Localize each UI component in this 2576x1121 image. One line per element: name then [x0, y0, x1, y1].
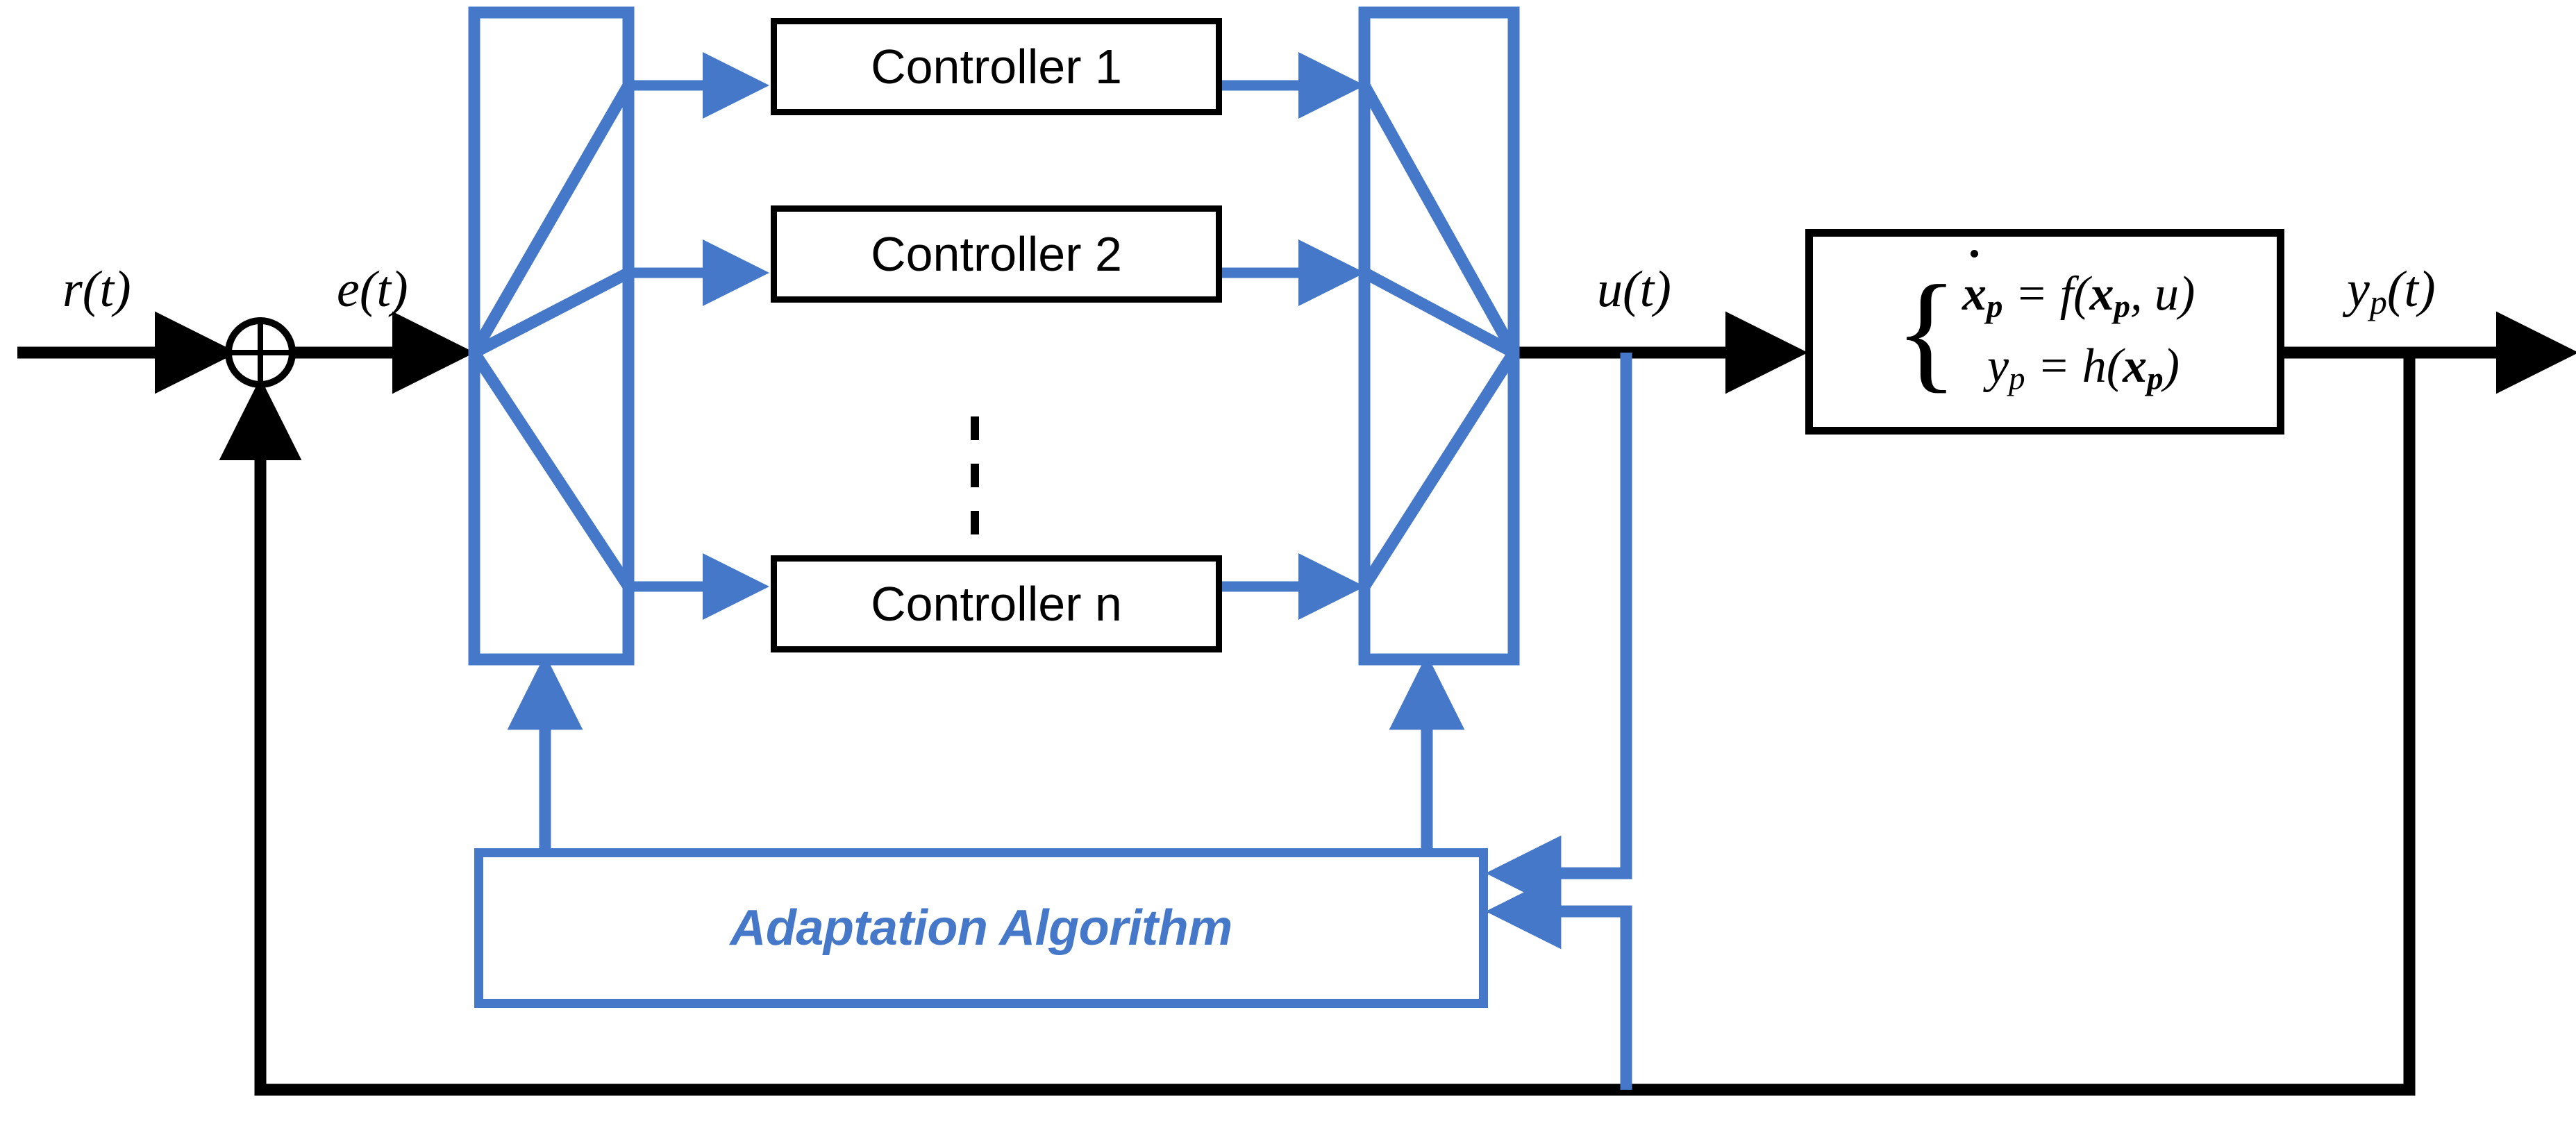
- state-equation-arg-x-subscript: p: [2114, 288, 2130, 325]
- controller-box-n[interactable]: Controller n: [771, 555, 1222, 652]
- control-signal-label: u(t): [1597, 261, 1671, 318]
- output-label-subscript: p: [2369, 283, 2387, 321]
- adaptation-algorithm-label: Adaptation Algorithm: [730, 900, 1232, 956]
- controller-1-label: Controller 1: [871, 40, 1122, 94]
- output-label-tail: (t): [2386, 261, 2436, 318]
- state-equation-arg-x: x: [2089, 267, 2114, 321]
- state-derivative-subscript: p: [1986, 288, 2003, 325]
- controller-2-label: Controller 2: [871, 227, 1122, 281]
- plant-equation-group: { xp = f(xp, u) yp = h(xp): [1894, 250, 2196, 405]
- plant-state-equation: xp = f(xp, u): [1962, 250, 2196, 327]
- distributor-branch-2: [471, 267, 631, 358]
- output-equation-close-paren: ): [2163, 339, 2180, 393]
- state-equation-equals: =: [2014, 267, 2048, 321]
- plant-equation-brace: {: [1894, 259, 1958, 405]
- distributor-branch-1: [469, 82, 634, 356]
- output-feedback-tap-to-adaptation: [1485, 873, 1632, 1090]
- distributor-branch-3: [469, 349, 634, 590]
- output-equation-equals: =: [2037, 339, 2071, 393]
- controller-n-label: Controller n: [871, 577, 1122, 631]
- combiner-branch-3: [1359, 349, 1519, 590]
- control-signal-tap-to-adaptation: [1485, 353, 1632, 911]
- combiner-branch-1: [1359, 82, 1519, 356]
- state-derivative-symbol: x: [1962, 250, 1987, 323]
- reference-signal-label: r(t): [62, 261, 131, 318]
- plant-output-equation: yp = h(xp): [1962, 337, 2195, 399]
- state-equation-rhs-f: f(: [2059, 267, 2090, 321]
- output-feedback-path: [219, 353, 2416, 1096]
- output-variable-symbol: y: [1987, 339, 2009, 393]
- controller-box-1[interactable]: Controller 1: [771, 18, 1222, 115]
- output-equation-rhs-h: h(: [2082, 339, 2123, 393]
- controller-box-2[interactable]: Controller 2: [771, 205, 1222, 303]
- output-equation-arg-x: x: [2123, 339, 2148, 393]
- plant-output-signal-label: yp(t): [2347, 264, 2436, 319]
- adaptation-algorithm-box[interactable]: Adaptation Algorithm: [474, 848, 1488, 1008]
- output-variable-subscript: p: [2009, 360, 2025, 397]
- error-signal-label: e(t): [337, 261, 408, 318]
- combiner-branch-2: [1361, 267, 1517, 358]
- output-label-base: y: [2347, 261, 2370, 318]
- state-equation-arg-u: , u): [2130, 267, 2196, 321]
- plant-model-box[interactable]: { xp = f(xp, u) yp = h(xp): [1805, 229, 2284, 435]
- output-equation-arg-x-subscript: p: [2147, 360, 2164, 397]
